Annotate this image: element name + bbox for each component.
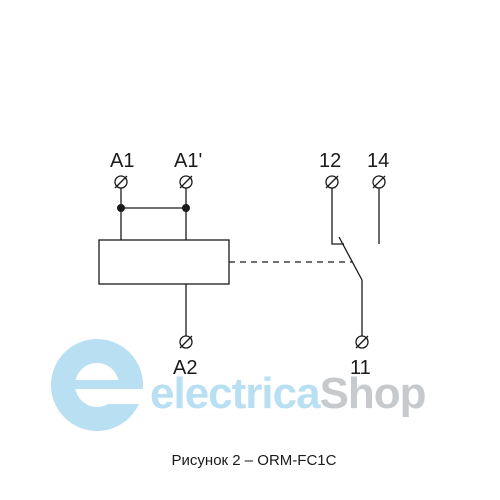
terminal-14 (372, 175, 386, 189)
relay-coil (98, 239, 230, 285)
coil-wiring (120, 188, 187, 336)
label-12: 12 (319, 150, 341, 172)
label-a1: A1 (110, 150, 134, 172)
terminal-a2 (179, 335, 193, 349)
watermark-e-icon (51, 339, 147, 431)
watermark-text-shop: Shop (320, 369, 426, 418)
terminal-a1 (114, 175, 128, 189)
label-a2: A2 (173, 357, 197, 379)
terminal-11 (355, 335, 369, 349)
watermark-logo: electricaShop (51, 339, 427, 431)
watermark-text-electrica: electrica (150, 369, 321, 418)
changeover-contact (331, 188, 380, 336)
junction-dot-a1 (117, 204, 125, 212)
svg-text:electricaShop: electricaShop (150, 369, 426, 418)
figure-caption: Рисунок 2 – ORM-FC1C (172, 452, 337, 469)
label-a1-prime: A1' (174, 150, 202, 172)
junction-dot-a1-prime (182, 204, 190, 212)
terminal-12 (325, 175, 339, 189)
label-11: 11 (350, 357, 371, 379)
label-14: 14 (367, 150, 389, 172)
terminal-a1-prime (179, 175, 193, 189)
